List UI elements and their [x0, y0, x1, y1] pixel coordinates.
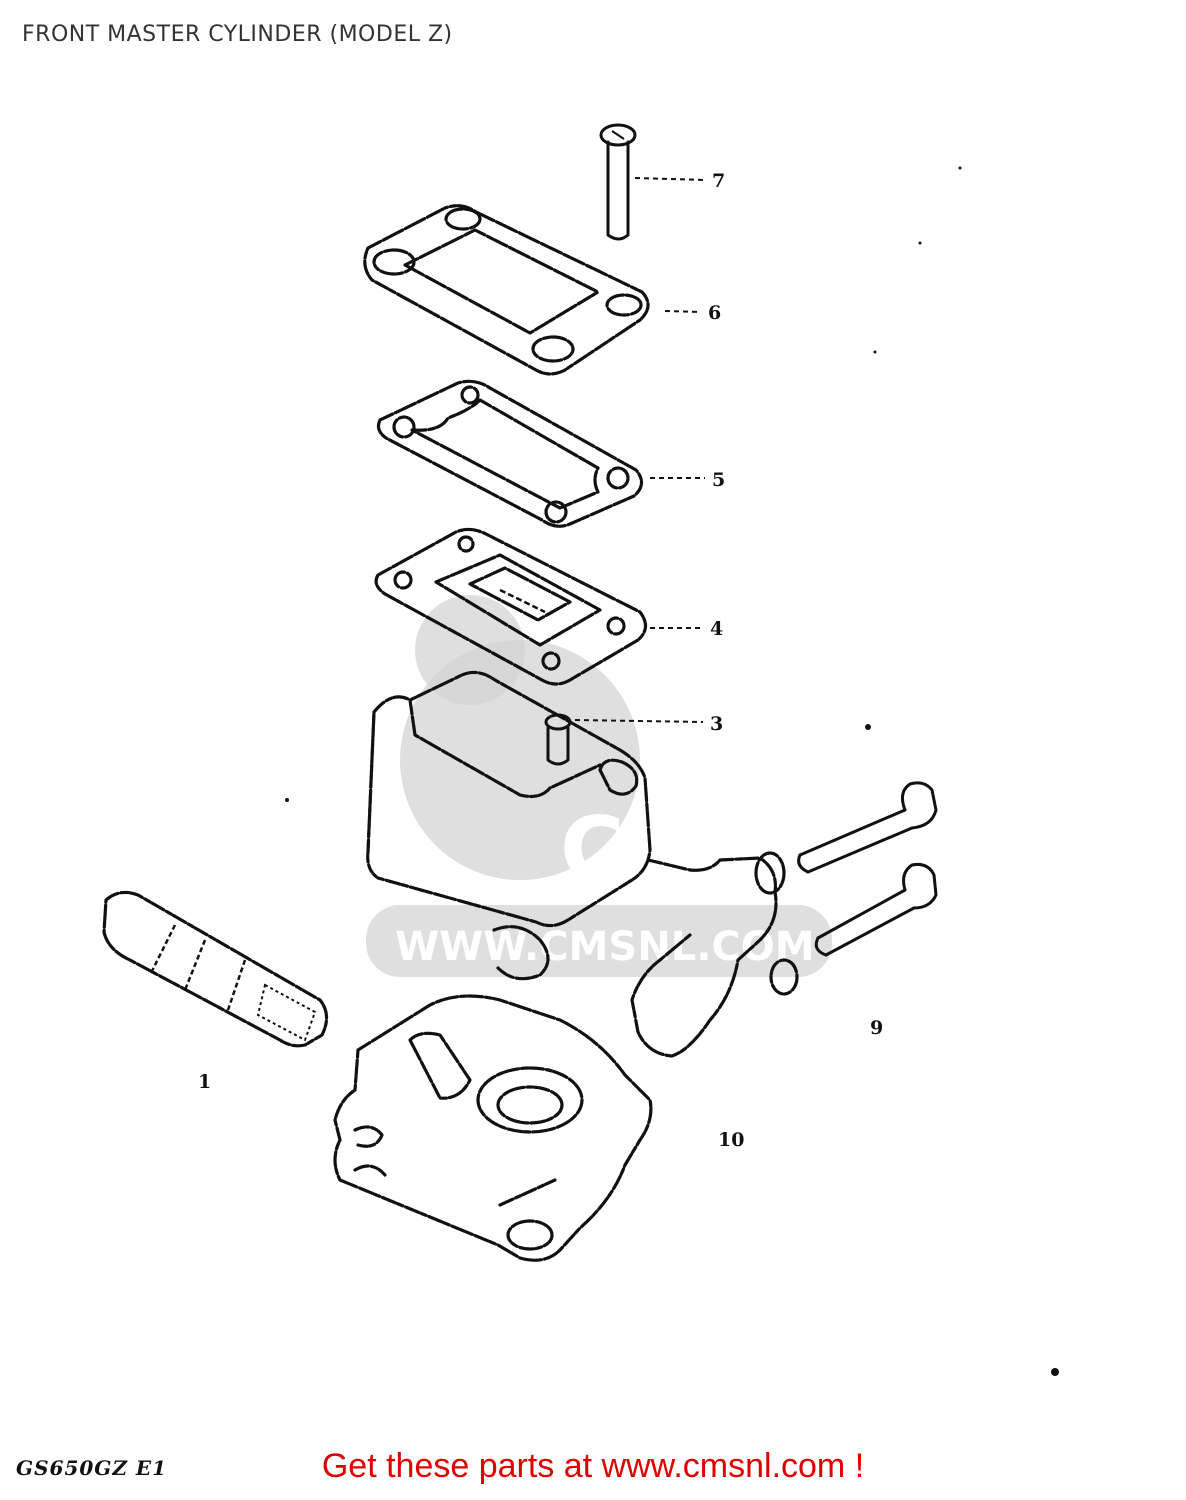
part-10-lever-bracket [333, 994, 653, 1262]
callout-6: 6 [708, 302, 721, 324]
part-7-screw [599, 123, 637, 241]
watermark: CMS WWW.CMSNL.COM [366, 595, 832, 977]
part-6-cap [363, 204, 650, 376]
part-5-plate [376, 379, 644, 528]
watermark-logo: CMS [560, 798, 776, 901]
callout-4: 4 [710, 618, 723, 640]
watermark-url-pill [366, 905, 832, 977]
callout-10: 10 [718, 1129, 744, 1151]
callout-1: 1 [198, 1071, 211, 1093]
callout-5: 5 [712, 469, 725, 491]
callout-7: 7 [712, 170, 725, 192]
master-cylinder-body [366, 670, 799, 1058]
page-title: FRONT MASTER CYLINDER (MODEL Z) [22, 22, 453, 47]
callout-numbers: 7 6 5 4 3 9 1 10 [198, 170, 883, 1151]
callout-3: 3 [710, 713, 723, 735]
drawing-code: GS650GZ E1 [16, 1456, 168, 1480]
cta-link[interactable]: Get these parts at www.cmsnl.com ! [321, 1447, 865, 1485]
part-4-diaphragm [374, 527, 648, 686]
part-9-bolts [797, 781, 938, 957]
part-1-piston-kit [102, 890, 329, 1048]
watermark-url: WWW.CMSNL.COM [395, 924, 815, 970]
leader-lines [574, 177, 706, 723]
callout-9: 9 [870, 1017, 883, 1039]
scan-specks [285, 166, 1059, 1376]
